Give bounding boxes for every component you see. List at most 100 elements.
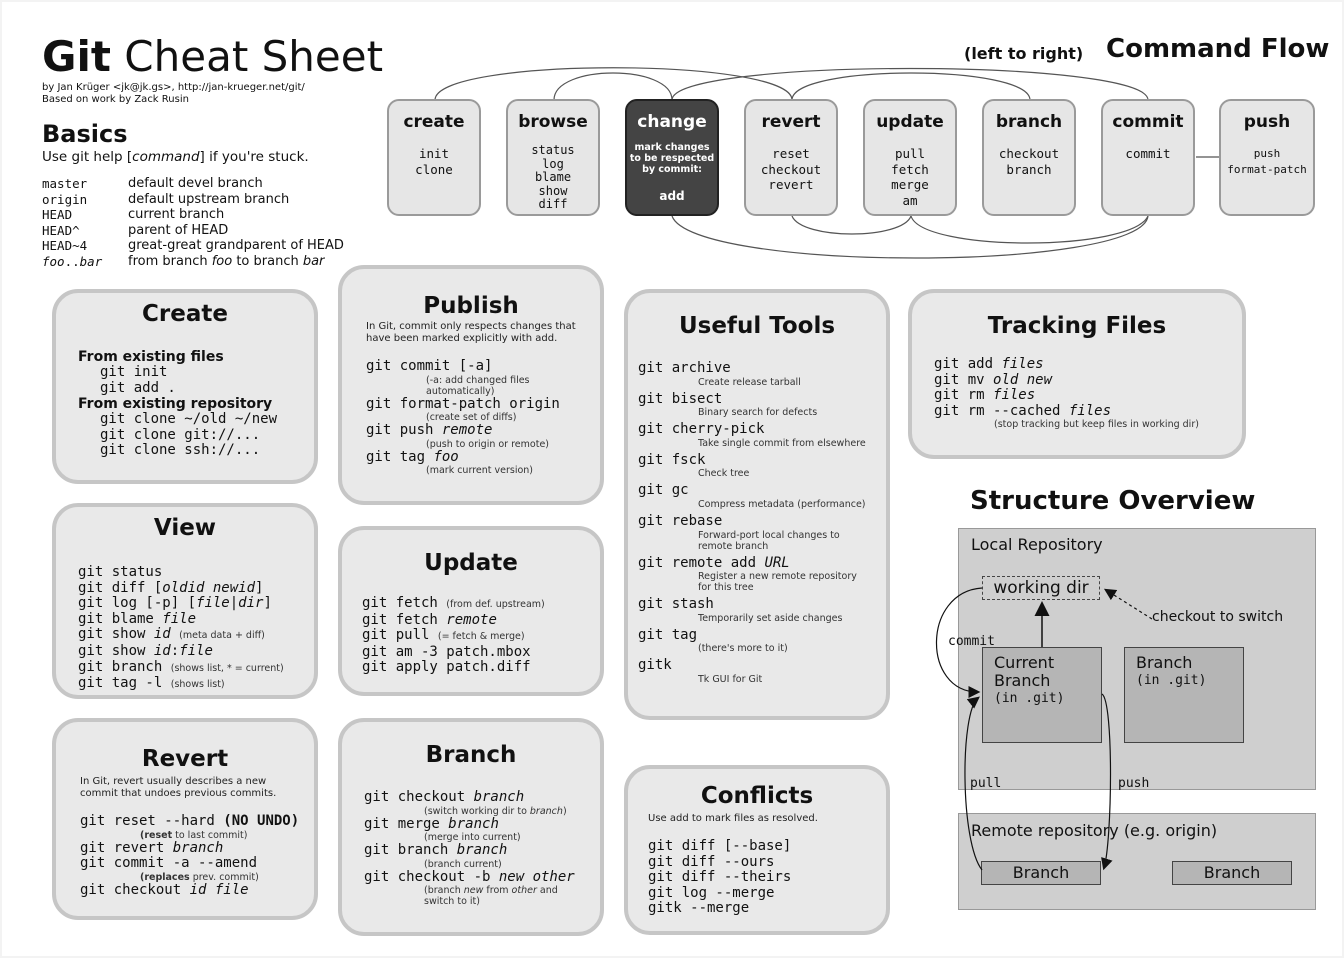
checkout-to-switch-label: checkout to switch (1152, 609, 1284, 625)
branch-title: Branch (425, 742, 517, 768)
remote-repository-label: Remote repository (e.g. origin) (971, 821, 1218, 840)
cmd-line: gitk (638, 657, 672, 674)
cmd-note: Binary search for defects (698, 407, 818, 419)
cmd-line: git add files (934, 356, 1044, 372)
cmd-note: (-a: add changed files (426, 374, 530, 386)
cmd-line: git reset --hard (NO UNDO) (80, 813, 300, 829)
flow-caption: (left to right) (964, 44, 1084, 63)
publish-title: Publish (423, 293, 519, 319)
author-line: by Jan Krüger <jk@jk.gs>, http://jan-kru… (42, 82, 305, 93)
cmd-line: git rm --cached files (934, 402, 1112, 419)
cmd-line: git format-patch origin (366, 395, 560, 412)
branch-box: Branch (in .git) (1124, 647, 1244, 743)
cmd-line: git rebase (638, 512, 723, 529)
cmd-note: (replaces prev. commit) (140, 871, 259, 883)
basics-subtitle: Use git help [command] if you're stuck. (42, 149, 309, 165)
cmd-line: git bisect (638, 390, 723, 407)
cmd-note: (mark current version) (426, 465, 534, 477)
create-title: Create (142, 301, 228, 327)
flow-connectors (434, 67, 1219, 259)
cmd-line: git init (100, 364, 168, 380)
cmd-line: git revert branch (80, 839, 224, 856)
cmd-line: git mv old new (934, 371, 1053, 388)
cmd-line: git apply patch.diff (362, 659, 531, 676)
cmd-line: git tag (638, 626, 698, 643)
cmd-line: git fetch remote (362, 611, 497, 628)
useful-tools-title: Useful Tools (678, 313, 836, 339)
flow-title: Command Flow (1106, 34, 1330, 64)
cmd-line: git am -3 patch.mbox (362, 643, 531, 660)
cmd-note: Create release tarball (698, 376, 801, 388)
cmd-note: automatically) (426, 385, 495, 397)
basics-title: Basics (42, 120, 128, 148)
page-title: Git Cheat Sheet (42, 32, 384, 81)
cmd-line: git remote add URL (638, 554, 790, 571)
cmd-note: (merge into current) (424, 832, 521, 844)
cmd-line: git fsck (638, 451, 706, 468)
structure-title: Structure Overview (970, 486, 1256, 516)
cmd-note: (switch working dir to branch) (424, 805, 567, 817)
cmd-note: (reset to last commit) (140, 829, 248, 841)
cmd-line: git checkout id file (80, 881, 249, 898)
cmd-line: git clone ~/old ~/new (100, 411, 278, 428)
update-title: Update (424, 550, 518, 576)
publish-note: In Git, commit only respects changes tha… (366, 321, 576, 344)
cmd-note: (stop tracking but keep files in working… (994, 419, 1199, 431)
cmd-line: git diff --ours (648, 853, 775, 870)
commit-label: commit (948, 634, 995, 649)
cmd-note: for this tree (698, 582, 754, 594)
cmd-note: Check tree (698, 468, 750, 480)
revert-note: In Git, revert usually describes a new c… (80, 776, 277, 799)
conflicts-title: Conflicts (700, 783, 814, 809)
remote-branch-box: Branch (981, 861, 1101, 885)
update-card: Update git fetch (from def. upstream) gi… (338, 526, 604, 696)
flow-box-commit: commit commit (1101, 99, 1195, 216)
cmd-note: Temporarily set aside changes (698, 612, 843, 624)
revert-title: Revert (141, 746, 229, 772)
conflicts-card: Conflicts Use add to mark files as resol… (624, 765, 890, 935)
push-label: push (1118, 776, 1150, 791)
cmd-note: Forward-port local changes to (698, 529, 840, 541)
cmd-line: git branch branch (364, 842, 508, 859)
cmd-line: git commit [-a] (366, 358, 493, 374)
cmd-note: Take single commit from elsewhere (698, 437, 866, 449)
cmd-line: git commit -a --amend (80, 855, 258, 872)
tracking-files-card: Tracking Files git add files git mv old … (908, 289, 1246, 459)
local-repository-label: Local Repository (971, 535, 1103, 554)
cmd-note: remote branch (698, 540, 769, 552)
cmd-line: git show id:file (78, 642, 213, 659)
cmd-line: git rm files (934, 387, 1036, 404)
cmd-line: git status (78, 564, 163, 580)
cmd-note: (push to origin or remote) (426, 438, 549, 450)
cmd-note: (there's more to it) (698, 643, 788, 655)
cmd-line: git log --merge (648, 884, 775, 901)
cmd-line: git tag foo (366, 448, 459, 465)
view-card: View git status git diff [oldid newid] g… (52, 503, 318, 699)
tracking-files-title: Tracking Files (987, 313, 1167, 339)
cmd-note: Tk GUI for Git (698, 673, 763, 685)
remote-branch-box-2: Branch (1172, 861, 1292, 885)
current-branch-box: Current Branch (in .git) (982, 647, 1102, 743)
cmd-line: git checkout -b new other (364, 868, 575, 885)
credit-line: Based on work by Zack Rusin (42, 94, 189, 105)
publish-card: Publish In Git, commit only respects cha… (338, 265, 604, 505)
cmd-note: switch to it) (424, 896, 480, 908)
cmd-note: (branch current) (424, 858, 502, 870)
cmd-line: git pull (= fetch & merge) (362, 627, 525, 644)
byline: by Jan Krüger <jk@jk.gs>, http://jan-kru… (42, 82, 305, 106)
cmd-line: git clone ssh://... (100, 442, 261, 459)
branch-card: Branch git checkout branch (switch worki… (338, 718, 604, 936)
cmd-note: (branch new from other and (424, 885, 558, 897)
cmd-line: git add . (100, 379, 176, 396)
